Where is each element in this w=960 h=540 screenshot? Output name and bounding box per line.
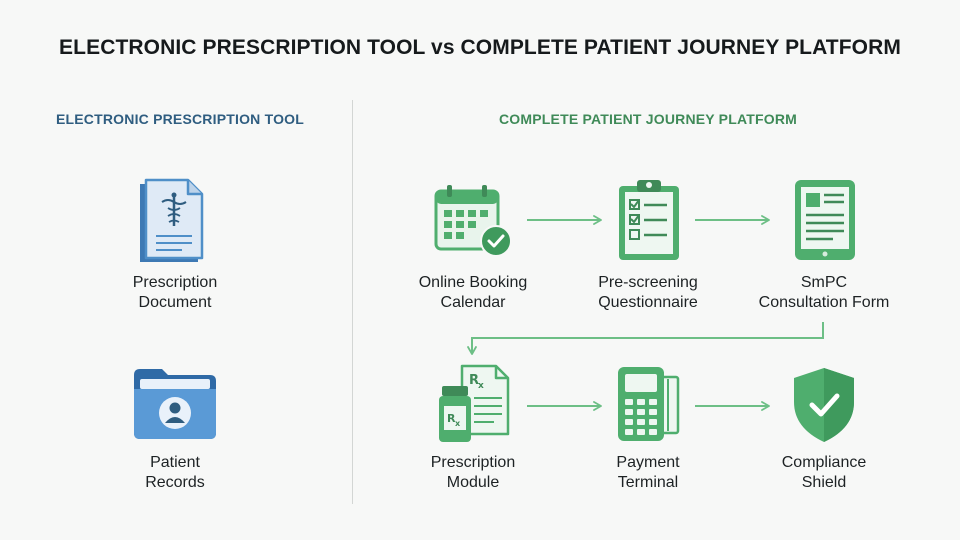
smpc-consultation-label: SmPC Consultation Form <box>758 274 890 311</box>
prescription-document-label: Prescription Document <box>132 274 218 311</box>
column-divider <box>352 100 353 504</box>
page-title: ELECTRONIC PRESCRIPTION TOOL vs COMPLETE… <box>59 36 901 59</box>
prescription-document-icon <box>140 178 204 262</box>
calendar-check-icon <box>434 185 512 257</box>
left-column-heading: ELECTRONIC PRESCRIPTION TOOL <box>55 111 305 127</box>
shield-check-icon <box>794 368 854 442</box>
payment-terminal-label: Payment Terminal <box>616 454 680 491</box>
patient-records-label: Patient Records <box>145 454 205 491</box>
svg-text:x: x <box>455 419 461 428</box>
rx-bottle-icon: R x R x <box>439 364 510 442</box>
right-column-heading: COMPLETE PATIENT JOURNEY PLATFORM <box>498 111 798 127</box>
svg-text:R: R <box>447 412 456 425</box>
prescreening-label: Pre-screening Questionnaire <box>598 274 698 311</box>
svg-text:x: x <box>478 381 484 391</box>
svg-text:R: R <box>469 373 479 388</box>
prescription-module-label: Prescription Module <box>430 454 516 491</box>
clipboard-checklist-icon <box>619 180 679 260</box>
payment-terminal-icon <box>618 367 680 441</box>
compliance-shield-label: Compliance Shield <box>781 454 867 491</box>
arrow-smpc-to-prescription <box>467 322 824 355</box>
online-booking-label: Online Booking Calendar <box>418 274 528 311</box>
patient-folder-icon <box>134 369 216 439</box>
tablet-form-icon <box>795 180 855 260</box>
